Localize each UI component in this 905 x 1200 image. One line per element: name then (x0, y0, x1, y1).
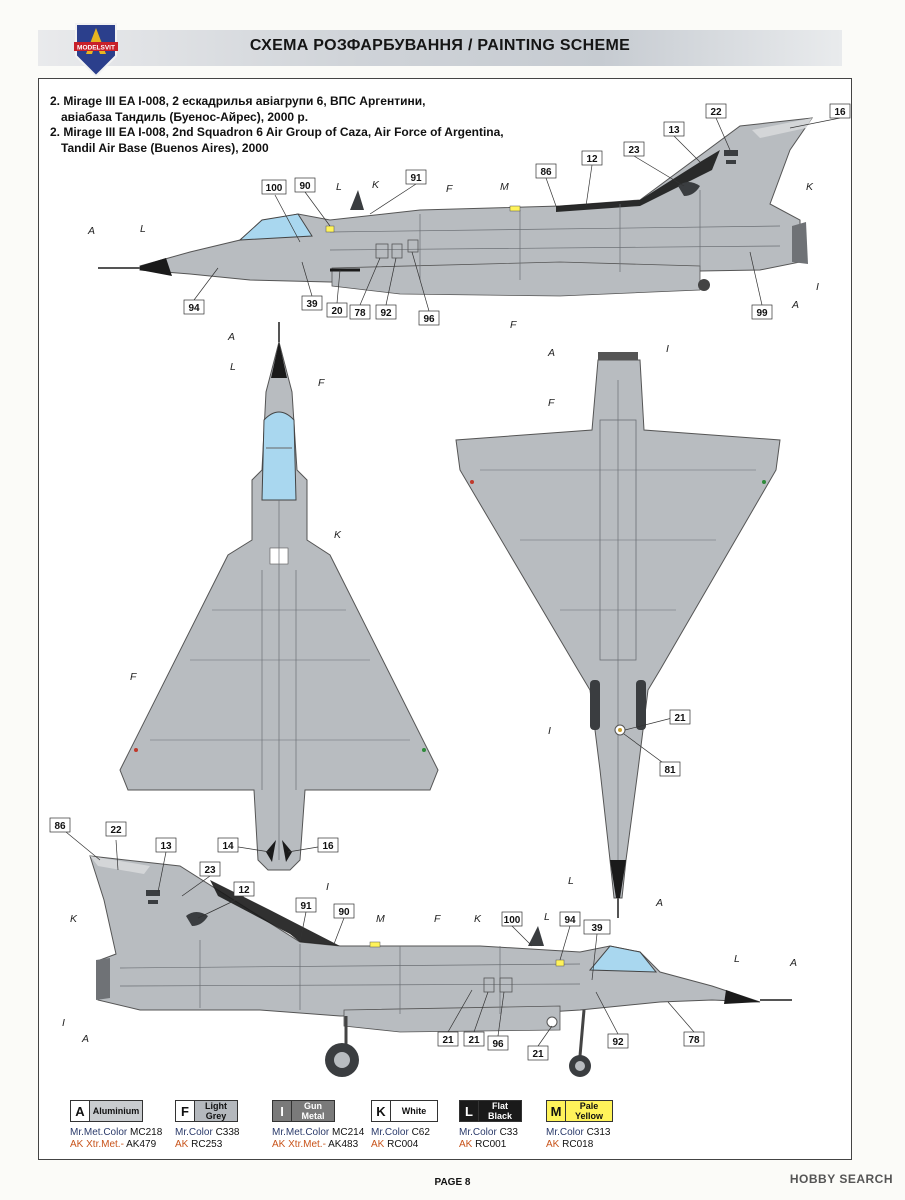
callout-F: F (510, 319, 517, 331)
decal-number: 90 (299, 181, 311, 192)
callout-M: M (500, 181, 509, 193)
decal-number: 23 (628, 145, 640, 156)
callout-L: L (568, 875, 574, 887)
page-number: PAGE 8 (434, 1177, 471, 1188)
decal-number: 23 (204, 865, 216, 876)
decal-number: 21 (468, 1035, 480, 1046)
callout-F: F (434, 913, 441, 925)
callout-A: A (791, 299, 799, 311)
caption-line-ua-2: авіабаза Тандиль (Буенос-Айрес), 2000 р. (61, 109, 309, 124)
decal-number: 100 (504, 915, 521, 926)
decal-number: 92 (612, 1037, 624, 1048)
caption-line-en-1: 2. Mirage III EA I-008, 2nd Squadron 6 A… (50, 125, 504, 139)
decal-callouts: 100 90 91 86 12 13 22 23 16 94 39 20 78 … (49, 103, 851, 1061)
legend-swatch-K: K White (371, 1100, 438, 1122)
legend-codes-I: Mr.Met.Color MC214 AK Xtr.Met.- AK483 (272, 1127, 365, 1150)
decal-number: 91 (300, 901, 312, 912)
legend-swatch-A: A Aluminium (70, 1100, 143, 1122)
callout-K: K (70, 913, 78, 925)
caption-line-en-2: Tandil Air Base (Buenos Aires), 2000 (61, 140, 269, 155)
decal-number: 13 (160, 841, 172, 852)
callout-I: I (326, 881, 329, 893)
callout-K: K (372, 179, 380, 191)
page-title: СХЕМА РОЗФАРБУВАННЯ / PAINTING SCHEME (249, 37, 631, 54)
color-letter-callouts: A L L K F M K I A F A L F K F I A I F I … (62, 179, 819, 1045)
modelsvit-logo: MODELSVIT (74, 23, 118, 76)
callout-K: K (334, 529, 342, 541)
decal-number: 22 (110, 825, 122, 836)
decal-number: 22 (710, 107, 722, 118)
callout-F: F (130, 671, 137, 683)
decal-number: 12 (586, 154, 598, 165)
callout-K: K (806, 181, 814, 193)
callout-F: F (548, 397, 555, 409)
aircraft-caption: 2. Mirage III EA I-008, 2 ескадрилья аві… (50, 94, 504, 156)
decal-number: 90 (338, 907, 350, 918)
callout-K: K (474, 913, 482, 925)
decal-number: 16 (322, 841, 334, 852)
callout-M: M (376, 913, 385, 925)
callout-A: A (87, 225, 95, 237)
legend-swatch-F: F Light Grey (175, 1100, 238, 1122)
decal-number: 86 (540, 167, 552, 178)
decal-number: 13 (668, 125, 680, 136)
decal-number: 12 (238, 885, 250, 896)
callout-F: F (446, 183, 453, 195)
decal-number: 16 (834, 107, 846, 118)
decal-number: 86 (54, 821, 66, 832)
callout-L: L (734, 953, 740, 965)
decal-number: 96 (423, 314, 435, 325)
callout-I: I (816, 281, 819, 293)
decal-number: 21 (532, 1049, 544, 1060)
decal-number: 81 (664, 765, 676, 776)
callout-L: L (544, 911, 550, 923)
decal-number: 14 (222, 841, 234, 852)
callout-A: A (81, 1033, 89, 1045)
legend-codes-A: Mr.Met.Color MC218 AK Xtr.Met.- AK479 (70, 1127, 163, 1150)
top-view-plan (119, 322, 439, 871)
bottom-view-plan (455, 352, 781, 918)
callout-A: A (547, 347, 555, 359)
callout-A: A (227, 331, 235, 343)
decal-number: 78 (688, 1035, 700, 1046)
callout-F: F (318, 377, 325, 389)
legend-codes-K: Mr.Color C62 AK RC004 (371, 1127, 430, 1150)
legend-codes-F: Mr.Color C338 AK RC253 (175, 1127, 240, 1150)
logo-text: MODELSVIT (77, 45, 115, 52)
decal-number: 21 (442, 1035, 454, 1046)
callout-A: A (789, 957, 797, 969)
decal-number: 78 (354, 308, 366, 319)
watermark: HOBBY SEARCH (789, 1172, 893, 1186)
legend-swatch-M: M Pale Yellow (546, 1100, 613, 1122)
decal-number: 92 (380, 308, 392, 319)
legend-swatch-I: I Gun Metal (272, 1100, 335, 1122)
decal-number: 94 (188, 303, 200, 314)
legend-codes-L: Mr.Color C33 AK RC001 (459, 1127, 518, 1150)
decal-number: 39 (306, 299, 318, 310)
paint-legend: A Aluminium Mr.Met.Color MC218 AK Xtr.Me… (0, 1100, 905, 1160)
legend-codes-M: Mr.Color C313 AK RC018 (546, 1127, 611, 1150)
callout-A: A (655, 897, 663, 909)
decal-number: 96 (492, 1039, 504, 1050)
caption-line-ua-1: 2. Mirage III EA I-008, 2 ескадрилья аві… (50, 94, 426, 108)
callout-L: L (336, 181, 342, 193)
decal-number: 39 (591, 923, 603, 934)
callout-I: I (548, 725, 551, 737)
callout-L: L (230, 361, 236, 373)
header-bar: СХЕМА РОЗФАРБУВАННЯ / PAINTING SCHEME (38, 30, 842, 66)
decal-number: 99 (756, 308, 768, 319)
callout-I: I (62, 1017, 65, 1029)
decal-number: 91 (410, 173, 422, 184)
decal-number: 21 (674, 713, 686, 724)
legend-swatch-L: L Flat Black (459, 1100, 522, 1122)
callout-I: I (666, 343, 669, 355)
decal-number: 94 (564, 915, 576, 926)
callout-L: L (140, 223, 146, 235)
side-view-left-profile (98, 117, 814, 297)
decal-number: 20 (331, 306, 343, 317)
decal-number: 100 (266, 183, 283, 194)
